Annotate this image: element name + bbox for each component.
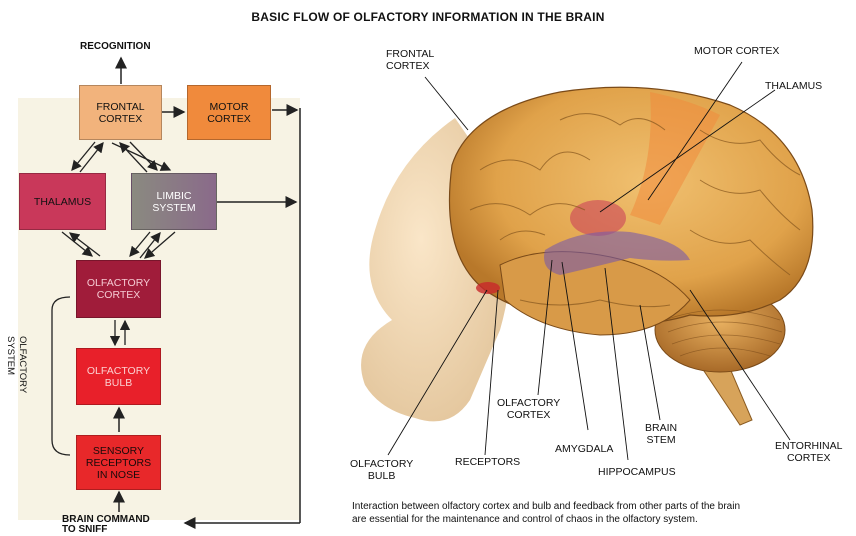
label-motor-cortex: MOTOR CORTEX (694, 45, 779, 57)
label-hippocampus: HIPPOCAMPUS (598, 466, 676, 478)
label-thalamus: THALAMUS (765, 80, 822, 92)
thalamus-shape (570, 200, 626, 236)
label-amygdala: AMYGDALA (555, 443, 613, 455)
olfactory-bulb-shape (476, 282, 500, 294)
figure-caption: Interaction between olfactory cortex and… (352, 500, 852, 526)
label-receptors: RECEPTORS (455, 456, 520, 468)
